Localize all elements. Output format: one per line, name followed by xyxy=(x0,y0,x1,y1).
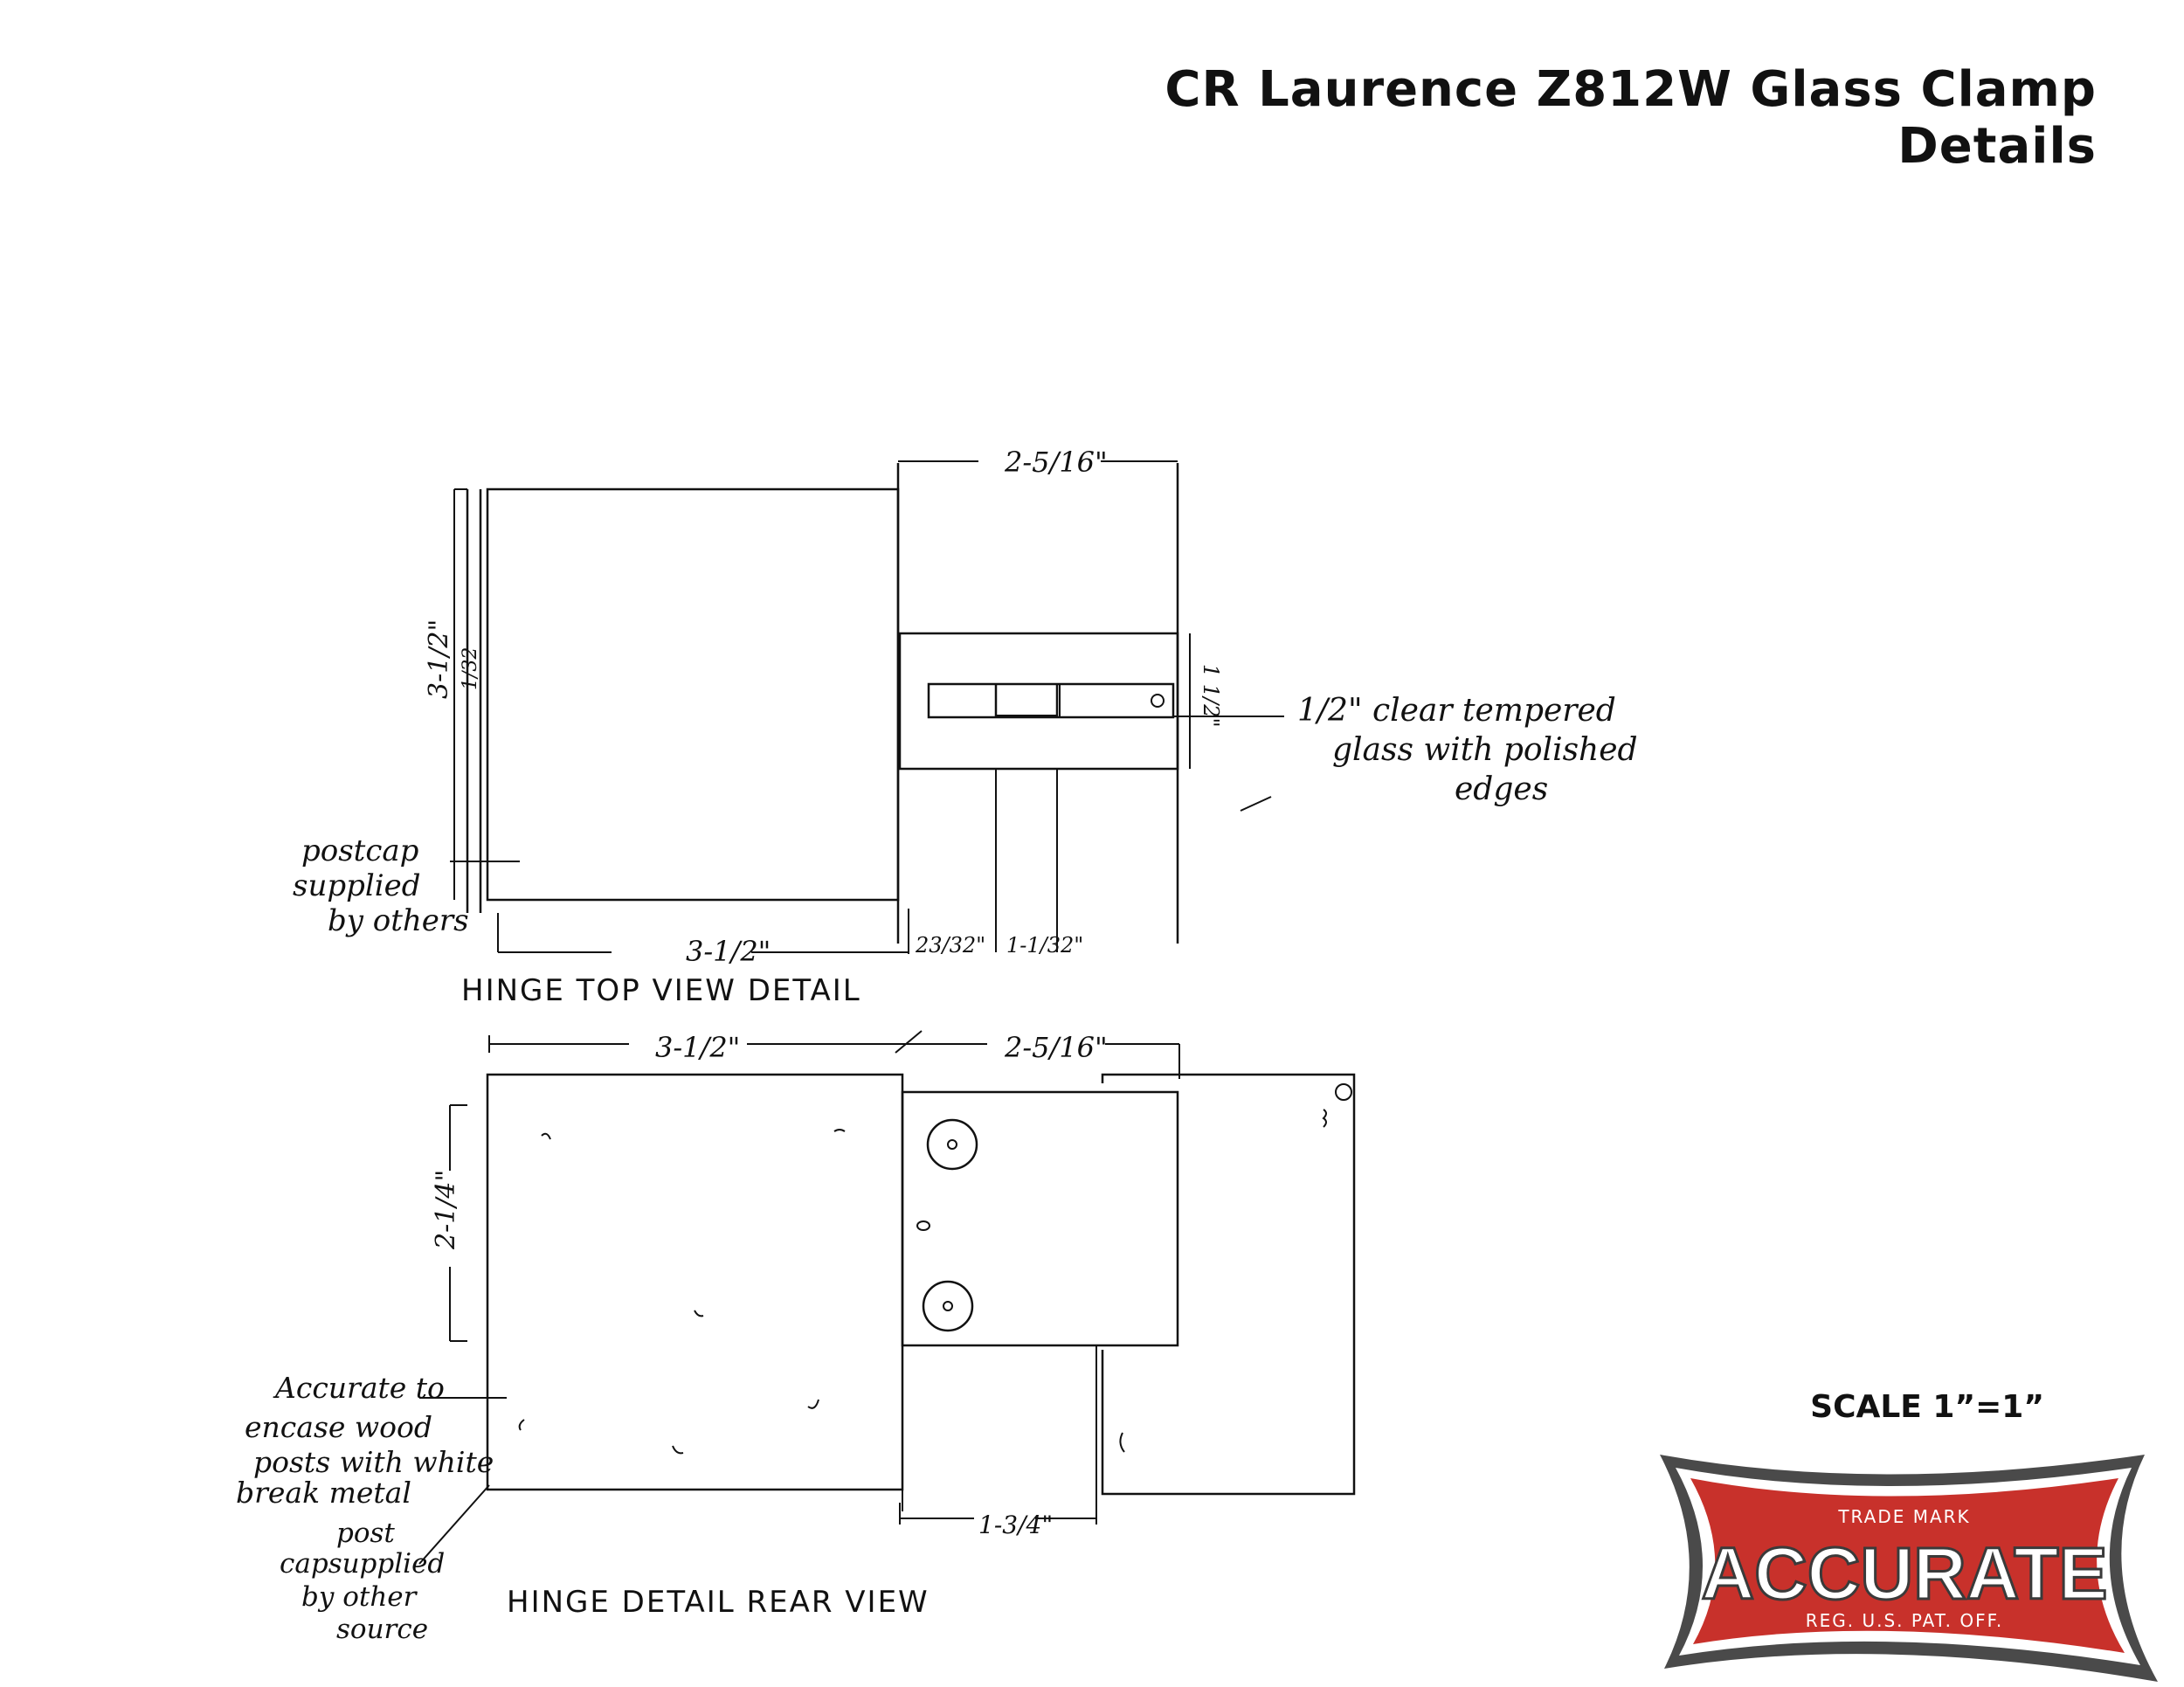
dim-left-label: 3-1/2" xyxy=(424,619,454,699)
accurate-note-line-4: break metal xyxy=(236,1476,411,1510)
glass-panel-rect xyxy=(1101,1073,1356,1496)
postcap-note-line-1: postcap xyxy=(301,833,418,868)
postcap-note-line-2: supplied xyxy=(293,868,421,903)
glass-note-line-3: edges xyxy=(1455,771,1548,807)
post-note-line-4: source xyxy=(336,1614,428,1645)
page-title: CR Laurence Z812W Glass Clamp Details xyxy=(1165,61,2097,175)
post-cap-square xyxy=(486,487,900,902)
hinge-rear-view: 3-1/2" 2-5/16" 2-1/4" 1-3/4" Accurate to… xyxy=(236,1030,1356,1645)
top-view-caption: HINGE TOP VIEW DETAIL xyxy=(461,973,861,1008)
bolt-icon xyxy=(922,1280,974,1332)
accurate-note-line-3: posts with white xyxy=(253,1445,494,1479)
dim-bottom-left-label: 3-1/2" xyxy=(686,935,771,968)
dim-top-label: 2-5/16" xyxy=(1004,446,1108,479)
pivot-hole-icon xyxy=(916,1220,930,1231)
scale-label: SCALE 1”=1” xyxy=(1810,1389,2044,1425)
accurate-note-line-2: encase wood xyxy=(245,1410,432,1444)
bolt-icon xyxy=(926,1118,978,1171)
dim-top-right-label: 2-5/16" xyxy=(1004,1031,1108,1064)
glass-note-line-2: glass with polished xyxy=(1332,732,1638,768)
dim-bottom-label: 1-3/4" xyxy=(978,1511,1053,1539)
dim-left-label: 2-1/4" xyxy=(431,1170,461,1250)
postcap-leader-line xyxy=(418,1484,490,1565)
post-note-line-1: post xyxy=(336,1518,395,1549)
dim-right-small-label: 1 1/2" xyxy=(1199,664,1223,728)
clamp-plate xyxy=(898,632,1179,771)
set-screw-icon xyxy=(1151,694,1165,708)
hinge-top-view: 2-5/16" 3-1/2" 1/32 1 1/2" 3-1/2" 23/32"… xyxy=(293,446,1638,1008)
accurate-note-line-1: Accurate to xyxy=(273,1371,445,1405)
logo-registered-text: REG. U.S. PAT. OFF. xyxy=(1806,1610,2004,1631)
logo-trademark-text: TRADE MARK xyxy=(1837,1506,1970,1527)
rear-view-caption: HINGE DETAIL REAR VIEW xyxy=(507,1585,930,1620)
set-screw-icon xyxy=(1335,1083,1352,1101)
glass-slot xyxy=(927,682,1175,719)
glass-note-line-1: 1/2" clear tempered xyxy=(1297,693,1616,729)
post-note-line-2: capsupplied xyxy=(280,1548,445,1580)
dim-left-sub-label: 1/32 xyxy=(460,647,481,690)
dim-top-left-label: 3-1/2" xyxy=(655,1031,740,1064)
clamp-body-rect xyxy=(901,1090,1179,1347)
postcap-note-line-3: by others xyxy=(328,903,469,938)
dim-bottom-right-label: 1-1/32" xyxy=(1006,933,1083,958)
logo-red-panel xyxy=(1690,1478,2125,1653)
accurate-logo: TRADE MARK ACCURATE REG. U.S. PAT. OFF. xyxy=(1660,1455,2158,1682)
logo-main-text: ACCURATE xyxy=(1701,1532,2107,1614)
post-note-line-3: by other xyxy=(301,1581,418,1613)
dim-bottom-mid-label: 23/32" xyxy=(915,933,985,958)
